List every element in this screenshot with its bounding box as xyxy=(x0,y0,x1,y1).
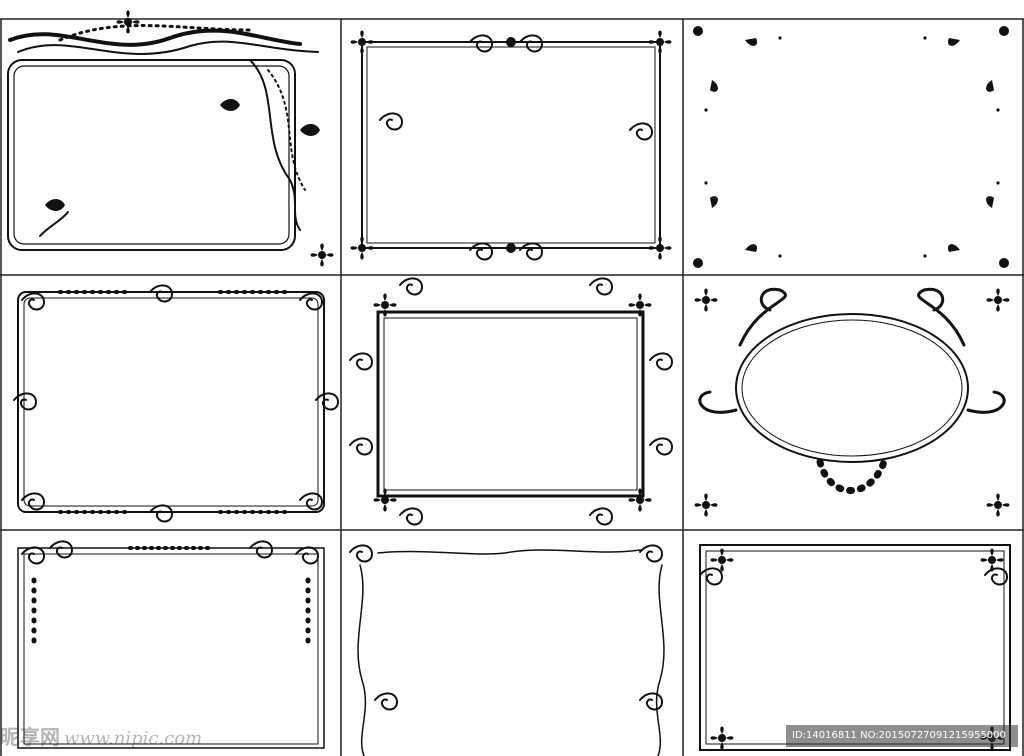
filigree-dot-frame xyxy=(17,540,325,749)
knot-corner-frame xyxy=(699,544,1011,751)
wavy-vine-frame xyxy=(349,544,665,756)
swirl-beaded-frame xyxy=(13,284,339,523)
watermark-brand-text: 昵享网 xyxy=(0,725,60,749)
acanthus-leaf-frame xyxy=(349,277,673,526)
watermark-site-text: www.nipic.com xyxy=(64,728,203,749)
corner-dots-frame xyxy=(693,26,1009,268)
grid-lines xyxy=(0,18,1024,756)
baroque-scroll-frame xyxy=(350,30,672,261)
oval-flourish-frame xyxy=(694,287,1010,517)
vine-floral-frame xyxy=(7,10,334,267)
watermark-image-info: ID:14016811 NO:20150727091215955000 xyxy=(786,725,1018,747)
